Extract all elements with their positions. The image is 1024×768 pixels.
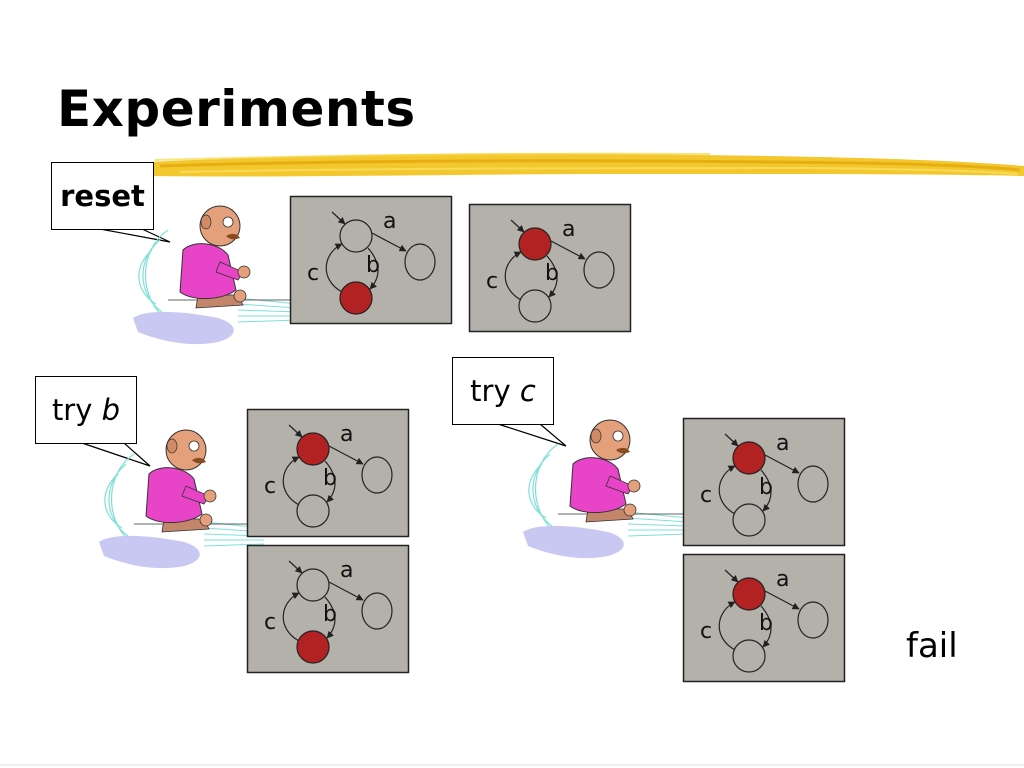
- edge-label-c: c: [264, 474, 276, 499]
- edge-c: [718, 601, 736, 651]
- footer-divider: [0, 764, 1024, 766]
- edge-a: [328, 581, 364, 601]
- edge-c: [325, 243, 343, 293]
- fail-label: fail: [906, 626, 958, 666]
- edge-label-b: b: [759, 475, 773, 500]
- edge-label-a: a: [340, 422, 353, 447]
- automaton-panel-try-b-after: ab c: [246, 544, 410, 674]
- try-c-prefix: try: [470, 374, 520, 408]
- state-top: [732, 577, 766, 611]
- state-right: [797, 465, 829, 503]
- edge-c: [718, 465, 736, 515]
- edge-c: [504, 251, 522, 301]
- edge-label-c: c: [307, 261, 319, 286]
- state-bottom: [732, 639, 766, 673]
- edge-c: [282, 592, 300, 642]
- edge-label-b: b: [323, 466, 337, 491]
- initial-arrow: [288, 560, 303, 574]
- initial-arrow: [288, 424, 303, 438]
- edge-a: [764, 590, 800, 610]
- edge-a: [328, 445, 364, 465]
- state-bottom: [518, 289, 552, 323]
- edge-a: [550, 240, 586, 260]
- edge-label-a: a: [776, 431, 789, 456]
- edge-label-b: b: [323, 602, 337, 627]
- sliding-man-icon: [523, 419, 689, 559]
- edge-label-c: c: [700, 619, 712, 644]
- reset-label: reset: [60, 179, 145, 213]
- edge-b: [324, 460, 336, 503]
- edge-b: [367, 247, 379, 290]
- edge-label-a: a: [776, 567, 789, 592]
- edge-label-c: c: [486, 269, 498, 294]
- edge-label-a: a: [383, 209, 396, 234]
- try-b-symbol: b: [101, 393, 121, 427]
- state-top: [296, 568, 330, 602]
- state-bottom: [339, 281, 373, 315]
- reset-bubble: reset: [51, 162, 154, 230]
- edge-a: [371, 232, 407, 252]
- edge-b: [546, 255, 558, 298]
- automaton-panel-try-b-before: ab c: [246, 408, 410, 538]
- edge-c: [282, 456, 300, 506]
- try-c-symbol: c: [519, 374, 536, 408]
- state-right: [361, 592, 393, 630]
- initial-arrow: [510, 219, 525, 233]
- state-top: [732, 441, 766, 475]
- slide-title: Experiments: [57, 80, 416, 138]
- edge-label-c: c: [264, 610, 276, 635]
- edge-b: [760, 605, 772, 648]
- edge-label-a: a: [562, 217, 575, 242]
- state-bottom: [296, 630, 330, 664]
- state-right: [404, 243, 436, 281]
- automaton-panel-try-c-before: ab c: [682, 417, 846, 547]
- automaton-panel-try-c-after: ab c: [682, 553, 846, 683]
- panel-background: [289, 195, 453, 325]
- initial-arrow: [724, 433, 739, 447]
- state-bottom: [732, 503, 766, 537]
- edge-label-c: c: [700, 483, 712, 508]
- state-right: [583, 251, 615, 289]
- try-b-bubble: try b: [35, 376, 137, 444]
- try-b-prefix: try: [51, 393, 102, 427]
- state-top: [518, 227, 552, 261]
- state-right: [797, 601, 829, 639]
- state-right: [361, 456, 393, 494]
- sliding-man-icon: [133, 205, 299, 345]
- edge-b: [324, 596, 336, 639]
- sliding-man-icon: [99, 429, 265, 569]
- automaton-panel-reset-before: ab c: [289, 195, 453, 325]
- state-top: [296, 432, 330, 466]
- edge-b: [760, 469, 772, 512]
- state-bottom: [296, 494, 330, 528]
- state-top: [339, 219, 373, 253]
- edge-label-b: b: [759, 611, 773, 636]
- yellow-brush-stroke-icon: [150, 152, 1024, 177]
- edge-a: [764, 454, 800, 474]
- edge-label-b: b: [545, 261, 559, 286]
- edge-label-a: a: [340, 558, 353, 583]
- edge-label-b: b: [366, 253, 380, 278]
- initial-arrow: [724, 569, 739, 583]
- initial-arrow: [331, 211, 346, 225]
- try-c-bubble: try c: [452, 357, 554, 425]
- automaton-panel-reset-after: ab c: [468, 203, 632, 333]
